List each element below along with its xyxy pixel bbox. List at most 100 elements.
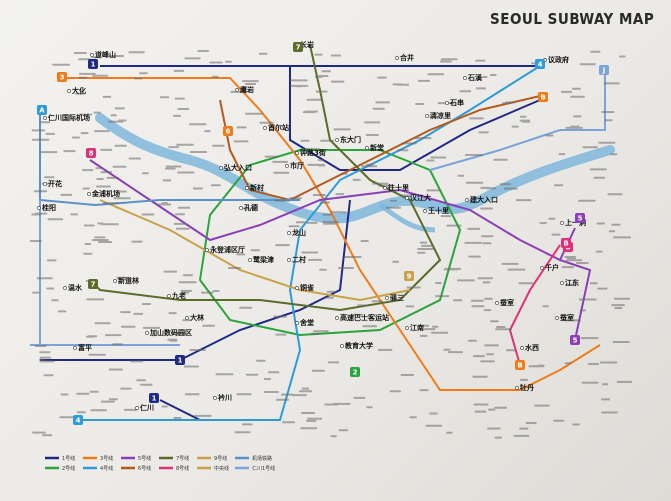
station-label[interactable]: 驿三 xyxy=(390,293,404,302)
station-label[interactable]: 富平 xyxy=(78,343,92,352)
station-dot[interactable] xyxy=(113,279,117,283)
station-dot[interactable] xyxy=(285,164,289,168)
station-dot[interactable] xyxy=(287,231,291,235)
station-dot[interactable] xyxy=(219,166,223,170)
station-dot[interactable] xyxy=(365,146,369,150)
station-label[interactable]: 蚕室 xyxy=(559,313,574,322)
station-dot[interactable] xyxy=(405,326,409,330)
station-dot[interactable] xyxy=(395,56,399,60)
station-label[interactable]: 大化 xyxy=(72,86,86,95)
station-dot[interactable] xyxy=(383,186,387,190)
station-label[interactable]: 江东 xyxy=(565,278,579,287)
station-dot[interactable] xyxy=(245,186,249,190)
station-dot[interactable] xyxy=(335,316,339,320)
station-label[interactable]: 牡丹 xyxy=(520,383,534,392)
station-dot[interactable] xyxy=(90,53,94,57)
station-label[interactable]: 道峰山 xyxy=(95,50,116,59)
station-label[interactable]: 新堂 xyxy=(370,143,384,152)
station-label[interactable]: 长岩 xyxy=(300,40,314,49)
station-dot[interactable] xyxy=(135,406,139,410)
station-label[interactable]: 新村 xyxy=(250,183,264,192)
station-dot[interactable] xyxy=(385,296,389,300)
station-label[interactable]: 新道林 xyxy=(118,276,140,285)
station-label[interactable]: 议政府 xyxy=(548,55,569,64)
station-label[interactable]: 千户 xyxy=(545,263,559,272)
station-label[interactable]: 龙山 xyxy=(291,228,306,237)
station-label[interactable]: 鹭梁津 xyxy=(253,255,274,264)
station-dot[interactable] xyxy=(520,346,524,350)
station-label[interactable]: 建大入口 xyxy=(470,195,498,204)
station-label[interactable]: 鹰岩 xyxy=(240,85,254,94)
station-dot[interactable] xyxy=(67,89,71,93)
station-label[interactable]: 开花 xyxy=(48,179,62,188)
station-dot[interactable] xyxy=(495,301,499,305)
station-label[interactable]: 舍堂 xyxy=(299,318,314,327)
station-dot[interactable] xyxy=(43,182,47,186)
station-dot[interactable] xyxy=(239,206,243,210)
station-dot[interactable] xyxy=(560,221,564,225)
station-label[interactable]: 衿川 xyxy=(218,393,232,402)
station-dot[interactable] xyxy=(145,331,149,335)
station-label[interactable]: 仁川国际机场 xyxy=(48,113,90,122)
station-label[interactable]: 合井 xyxy=(399,53,414,62)
station-dot[interactable] xyxy=(560,281,564,285)
station-label[interactable]: 二村 xyxy=(292,255,306,264)
station-label[interactable]: 教育大学 xyxy=(344,341,373,350)
station-label[interactable]: 清凉里 xyxy=(430,111,451,120)
station-label[interactable]: 九老 xyxy=(171,291,186,300)
station-dot[interactable] xyxy=(445,101,449,105)
station-label[interactable]: 江南 xyxy=(410,323,424,332)
station-dot[interactable] xyxy=(73,346,77,350)
station-dot[interactable] xyxy=(555,316,559,320)
station-label[interactable]: 高速巴士客运站 xyxy=(340,313,389,322)
station-dot[interactable] xyxy=(37,206,41,210)
station-dot[interactable] xyxy=(235,88,239,92)
station-dot[interactable] xyxy=(205,248,209,252)
station-dot[interactable] xyxy=(465,198,469,202)
station-dot[interactable] xyxy=(295,151,299,155)
station-label[interactable]: 上一洞 xyxy=(565,218,586,227)
station-label[interactable]: 大林 xyxy=(190,313,205,322)
station-dot[interactable] xyxy=(405,196,409,200)
station-dot[interactable] xyxy=(463,76,467,80)
station-label[interactable]: 孔德 xyxy=(244,203,258,212)
station-dot[interactable] xyxy=(295,286,299,290)
station-dot[interactable] xyxy=(185,316,189,320)
station-dot[interactable] xyxy=(340,344,344,348)
station-label[interactable]: 仁川 xyxy=(140,403,154,412)
station-label[interactable]: 铜雀 xyxy=(300,283,314,292)
station-label[interactable]: 市厅 xyxy=(290,161,304,170)
station-label[interactable]: 水西 xyxy=(525,343,539,352)
station-label[interactable]: 永登浦区厅 xyxy=(209,245,245,254)
station-label[interactable]: 东大门 xyxy=(340,135,361,144)
station-label[interactable]: 桂阳 xyxy=(41,203,56,212)
station-text-mark xyxy=(314,53,323,56)
station-label[interactable]: 王十里 xyxy=(428,206,449,215)
station-label[interactable]: 金浦机场 xyxy=(91,189,120,198)
station-dot[interactable] xyxy=(295,321,299,325)
station-dot[interactable] xyxy=(213,396,217,400)
station-label[interactable]: 汉江大 xyxy=(410,193,431,202)
station-label[interactable]: 往十里 xyxy=(388,183,409,192)
station-label[interactable]: 钟路3街 xyxy=(300,148,326,157)
station-dot[interactable] xyxy=(423,209,427,213)
station-dot[interactable] xyxy=(63,286,67,290)
station-label[interactable]: 蚕室 xyxy=(499,298,514,307)
station-label[interactable]: 石溪 xyxy=(467,73,483,82)
station-dot[interactable] xyxy=(425,114,429,118)
station-label[interactable]: 首尔站 xyxy=(268,123,289,132)
station-dot[interactable] xyxy=(43,116,47,120)
station-dot[interactable] xyxy=(263,126,267,130)
station-dot[interactable] xyxy=(167,294,171,298)
station-dot[interactable] xyxy=(540,266,544,270)
station-dot[interactable] xyxy=(87,192,91,196)
station-dot[interactable] xyxy=(287,258,291,262)
station-label[interactable]: 弘大入口 xyxy=(224,163,252,172)
station-label[interactable]: 石串 xyxy=(449,98,464,107)
station-dot[interactable] xyxy=(335,138,339,142)
station-text-mark xyxy=(579,309,586,312)
station-label[interactable]: 加山数码园区 xyxy=(149,328,192,337)
station-label[interactable]: 温水 xyxy=(68,283,83,292)
station-dot[interactable] xyxy=(515,386,519,390)
station-dot[interactable] xyxy=(248,258,252,262)
